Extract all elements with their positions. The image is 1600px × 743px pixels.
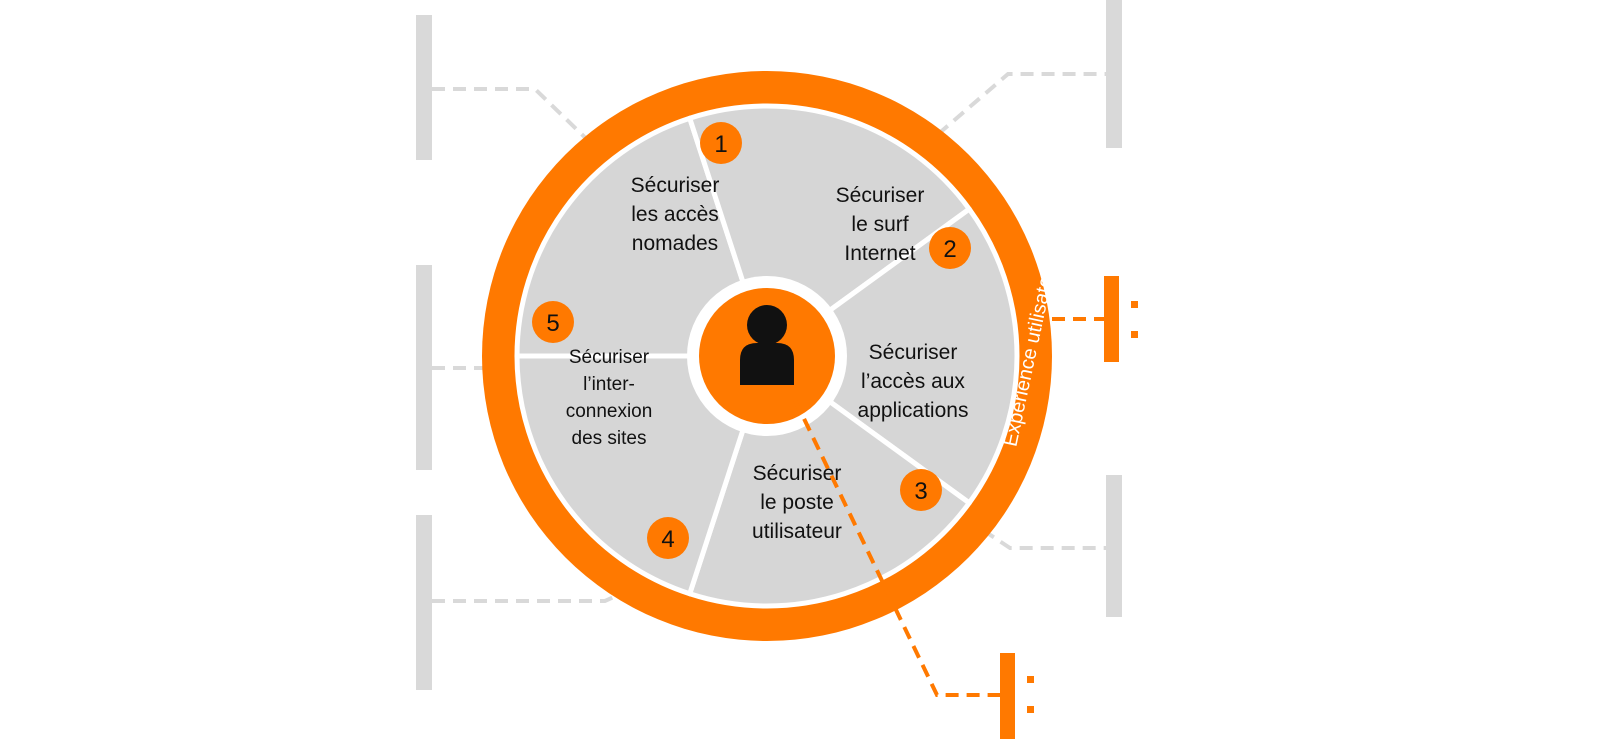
segment-number-badge-4 [647,517,689,559]
segment-label-line: l’inter- [583,374,635,395]
segment-label-line: Sécuriser [753,462,842,485]
segment-label-3: Sécuriser l’accès aux applications [858,341,969,422]
segment-number-2: 2 [943,236,956,263]
side-bar-top-left [416,15,432,160]
segment-number-3: 3 [914,478,927,505]
segment-label-line: des sites [572,428,647,449]
orange-connectors [793,317,1106,697]
segment-number-badge-1 [700,122,742,164]
side-bar-mid-left [416,265,432,470]
segment-label-line: applications [858,399,969,422]
orange-tick-right-2 [1131,331,1138,338]
segment-number-badge-2 [929,227,971,269]
segment-label-line: Internet [844,242,915,265]
segment-number-4: 4 [661,526,674,553]
side-bar-top-right [1106,0,1122,148]
connector-center [793,399,1005,697]
segment-label-line: utilisateur [752,520,842,543]
segment-label-line: Sécuriser [869,341,958,364]
segment-label-line: Sécuriser [631,174,720,197]
segment-label-line: le poste [760,491,834,514]
segment-1 [514,115,770,359]
segment-number-badge-5 [532,301,574,343]
segment-5 [514,353,770,597]
segment-label-line: connexion [566,401,653,422]
segment-number-5: 5 [546,310,559,337]
segment-number-badge-3 [900,469,942,511]
orange-tick-bottom-1 [1027,676,1034,683]
segment-label-line: nomades [632,232,718,255]
segment-3 [764,206,1020,506]
segment-label-4: Sécuriser le poste utilisateur [752,462,842,543]
orange-tick-bottom-2 [1027,706,1034,713]
user-icon [740,305,794,385]
segment-label-1: Sécuriser les accès nomades [631,174,720,255]
orange-bar-bottom [1000,653,1015,739]
connector-segment-1 [432,87,602,154]
segment-label-5: Sécuriser l’inter-connexion des sites [566,347,653,449]
segment-number-1: 1 [714,131,727,158]
segment-label-line: l’accès aux [861,370,965,393]
connector-segment-2 [920,72,1106,150]
segment-label-line: le surf [851,213,908,236]
orange-bar-right [1104,276,1119,362]
segment-label-line: Sécuriser [836,184,925,207]
segment-label-line: Sécuriser [569,347,650,368]
side-bar-bottom-right [1106,475,1122,617]
segment-label-line: les accès [631,203,719,226]
side-bar-bottom-left [416,515,432,690]
orange-tick-right-1 [1131,301,1138,308]
